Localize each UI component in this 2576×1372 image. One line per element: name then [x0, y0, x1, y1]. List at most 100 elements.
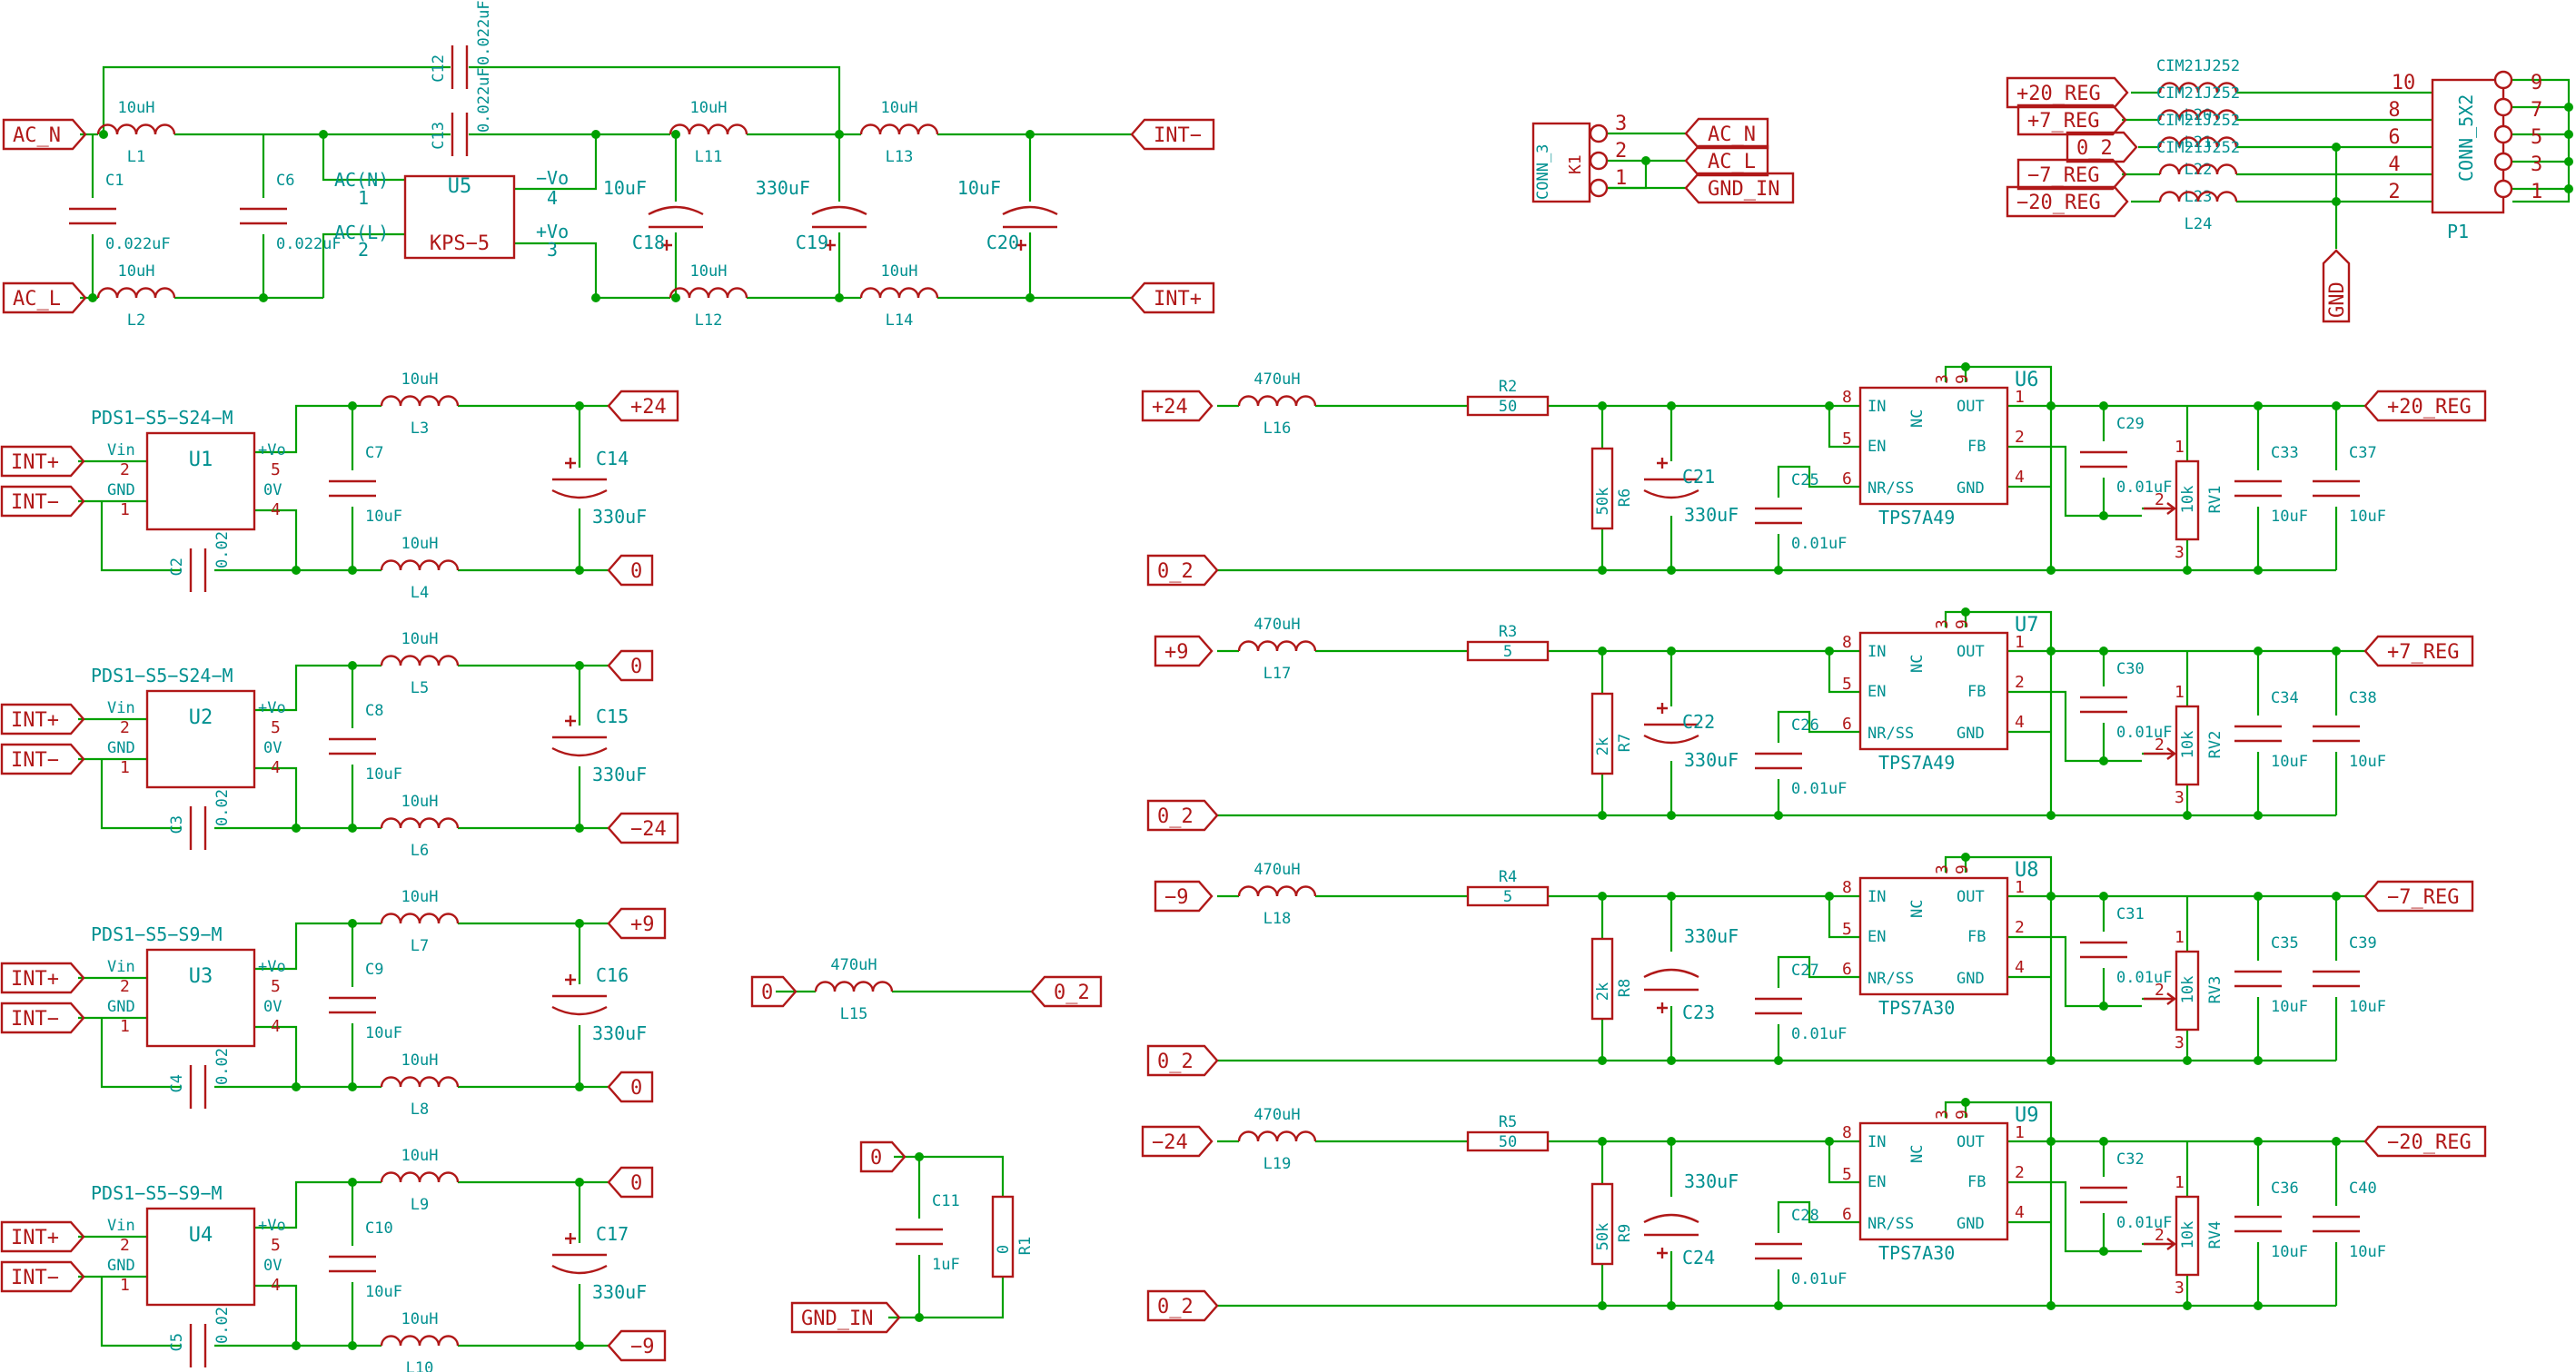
port-p-h-m7[interactable]: −7_REG [2016, 158, 2127, 191]
port-p-u4-intm[interactable]: INT− [0, 1260, 85, 1293]
port-p-l15-r[interactable]: 0_2 [1030, 975, 1103, 1008]
port-p-u4-intp[interactable]: INT+ [0, 1220, 85, 1253]
port-p-r4-02[interactable]: 0_2 [1146, 1289, 1219, 1322]
port-p-z1[interactable]: 0 [607, 554, 654, 587]
port-p-l15-l[interactable]: 0 [750, 975, 798, 1008]
inductor-L24[interactable]: L24 [2158, 191, 2238, 234]
port-p-intm[interactable]: INT− [1130, 118, 1215, 151]
port-p-u1-intp[interactable]: INT+ [0, 445, 85, 478]
resistor-R4[interactable]: R45 [1466, 868, 1550, 907]
port-p-h-p20[interactable]: +20_REG [2006, 76, 2129, 109]
resistor-R3[interactable]: R35 [1466, 623, 1550, 662]
port-p-k1-acl[interactable]: AC_L [1684, 144, 1769, 177]
port-p-u2-intm[interactable]: INT− [0, 743, 85, 775]
port-p-r1-out[interactable]: +20_REG [2363, 390, 2487, 422]
port-p-gndin-l[interactable]: GND_IN [790, 1301, 901, 1334]
port-p-k1-acn[interactable]: AC_N [1684, 117, 1769, 150]
port-p-h-m20[interactable]: −20_REG [2006, 185, 2129, 218]
port-p-acn[interactable]: AC_N [2, 118, 87, 151]
port-p-k1-gnd[interactable]: GND_IN [1684, 172, 1795, 204]
port-p-p24[interactable]: +24 [607, 390, 679, 422]
port-p-u2-intp[interactable]: INT+ [0, 703, 85, 735]
port-p-r4-out[interactable]: −20_REG [2363, 1125, 2487, 1158]
port-p-z3[interactable]: 0 [607, 1071, 654, 1103]
k1-connector[interactable]: CONN_3 K1 3 2 1 [1531, 113, 1627, 203]
port-p-r3-out[interactable]: −7_REG [2363, 880, 2474, 913]
capacitor-C1[interactable]: C10.022uF [69, 172, 171, 253]
capacitor-C6[interactable]: C60.022uF [240, 172, 342, 253]
port-p-h-02[interactable]: 0_2 [2066, 131, 2138, 163]
port-p-c11-0[interactable]: 0 [859, 1140, 907, 1173]
gnd-port[interactable]: GND [2322, 249, 2351, 323]
port-p-z2[interactable]: 0 [607, 649, 654, 682]
port-p-r4-in[interactable]: −24 [1141, 1125, 1214, 1158]
port-p-r2-out[interactable]: +7_REG [2363, 635, 2474, 667]
kps5-module[interactable]: U5 KPS−5 AC(N) AC(L) −Vo +Vo 1 2 4 3 [334, 167, 569, 261]
port-p-r2-in[interactable]: +9 [1154, 635, 1214, 667]
port-p-h-p7[interactable]: +7_REG [2016, 104, 2127, 136]
port-p-m24[interactable]: −24 [607, 812, 679, 844]
port-p-m9[interactable]: −9 [607, 1329, 667, 1362]
port-p-intp[interactable]: INT+ [1130, 281, 1215, 314]
port-p-r3-02[interactable]: 0_2 [1146, 1044, 1219, 1077]
port-p-r1-02[interactable]: 0_2 [1146, 554, 1219, 587]
port-p-u3-intp[interactable]: INT+ [0, 962, 85, 994]
port-p-r1-in[interactable]: +24 [1141, 390, 1214, 422]
